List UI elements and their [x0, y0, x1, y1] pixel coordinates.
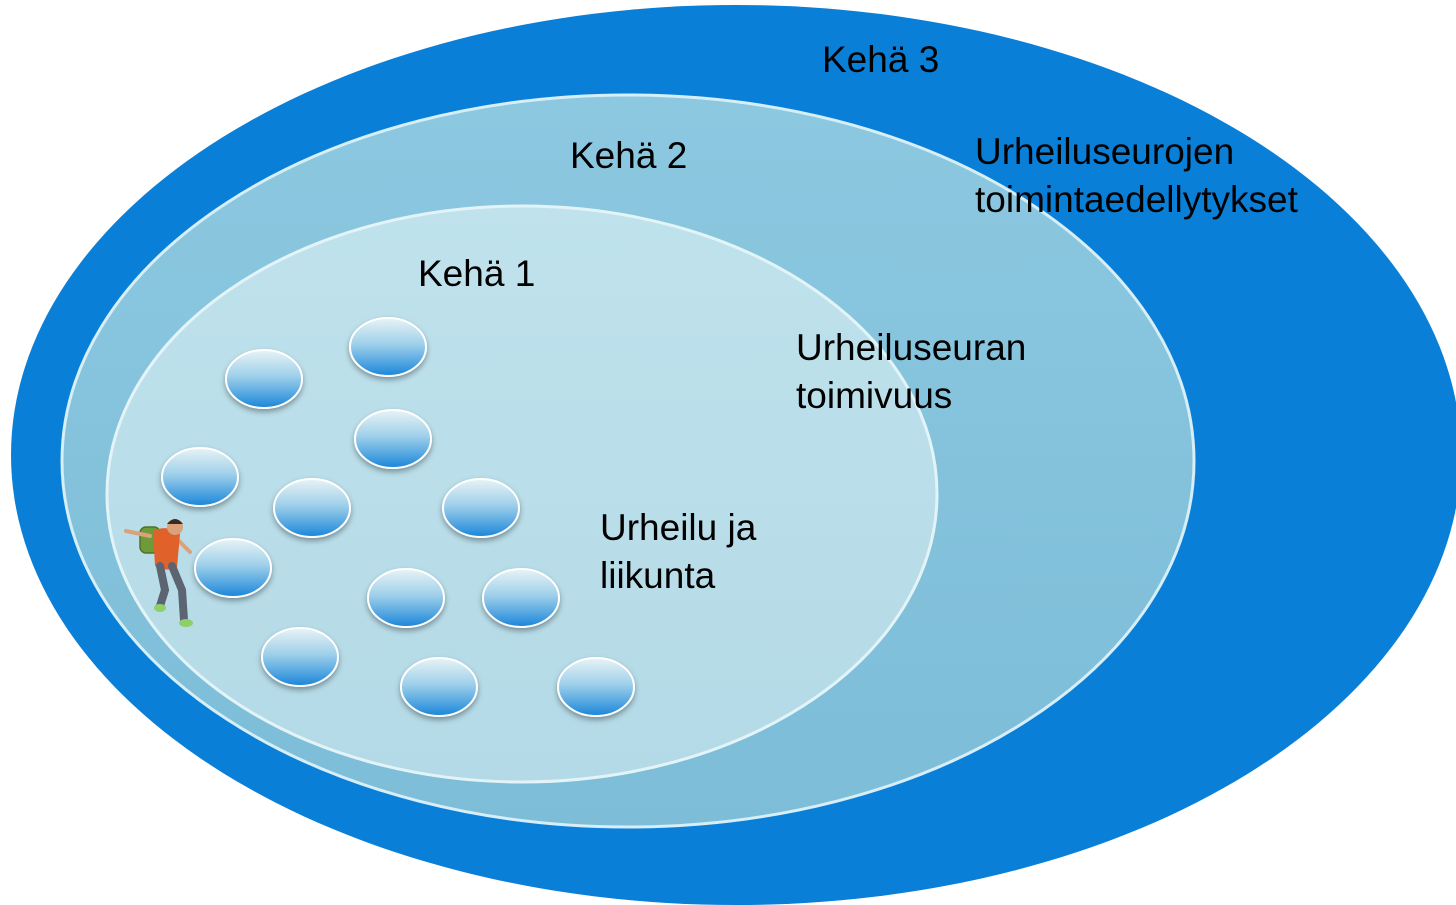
ring-3-description-line-1: Urheiluseurojen — [975, 131, 1235, 172]
ring-3-description-line-2: toimintaedellytykset — [975, 179, 1298, 220]
stepping-stone — [194, 538, 272, 598]
ring-3-title: Kehä 3 — [822, 39, 940, 80]
ring-1-title: Kehä 1 — [418, 253, 536, 294]
ring-2-description: Urheiluseuran toimivuus — [796, 324, 1026, 420]
ring-1-description: Urheilu ja liikunta — [600, 504, 756, 600]
ring-2-title: Kehä 2 — [570, 135, 688, 176]
stepping-stone — [349, 317, 427, 377]
stepping-stone — [261, 627, 339, 687]
jumping-person-with-backpack-icon — [124, 519, 193, 627]
stepping-stone — [354, 409, 432, 469]
ring-1-description-line-1: Urheilu ja — [600, 507, 757, 548]
stepping-stone — [367, 568, 445, 628]
stepping-stone — [400, 657, 478, 717]
stepping-stone — [482, 568, 560, 628]
stepping-stone — [442, 478, 520, 538]
ring-2-description-line-1: Urheiluseuran — [796, 327, 1027, 368]
stepping-stone — [557, 657, 635, 717]
stepping-stone — [161, 447, 239, 507]
ring-2-description-line-2: toimivuus — [796, 375, 953, 416]
stepping-stone — [273, 478, 351, 538]
ring-1-description-line-2: liikunta — [600, 555, 716, 596]
stepping-stones — [161, 317, 635, 717]
ring-3-description: Urheiluseurojen toimintaedellytykset — [975, 128, 1298, 224]
stepping-stone — [225, 349, 303, 409]
